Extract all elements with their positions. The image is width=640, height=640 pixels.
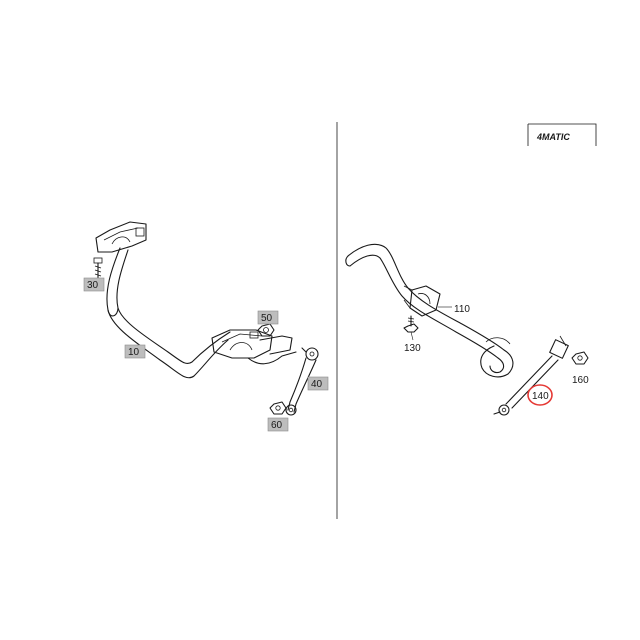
label-30-text: 30 [87, 280, 99, 291]
coupling-link-140 [493, 335, 569, 416]
right-view: 110 130 160 140 [345, 243, 589, 416]
leader-130 [410, 331, 414, 341]
left-view: 10 30 50 40 60 [83, 221, 329, 432]
highlight-circle-140 [527, 384, 553, 406]
label-140: 140 [527, 384, 553, 406]
label-140-text: 140 [532, 391, 549, 402]
label-130: 130 [404, 343, 421, 354]
stabilizer-bar-right [345, 243, 514, 378]
label-50: 50 [257, 310, 279, 325]
bolt-30 [93, 257, 103, 279]
4matic-badge: 4MATIC [527, 123, 597, 146]
coupling-link-40 [285, 347, 319, 416]
bolt-130 [403, 315, 419, 333]
label-160-text: 160 [572, 375, 589, 386]
4matic-badge-text: 4MATIC [536, 132, 570, 142]
label-60-text: 60 [271, 420, 283, 431]
stabilizer-bar-left [95, 221, 297, 379]
nut-160 [571, 351, 589, 365]
nut-60 [269, 401, 287, 415]
label-110-text: 110 [454, 304, 470, 315]
label-110: 110 [438, 304, 470, 315]
label-60: 60 [267, 417, 289, 432]
label-160: 160 [572, 375, 589, 386]
label-40-text: 40 [311, 379, 323, 390]
label-10: 10 [124, 344, 146, 359]
label-40: 40 [307, 376, 329, 391]
label-30: 30 [83, 277, 105, 292]
label-10-text: 10 [128, 347, 140, 358]
label-50-text: 50 [261, 313, 273, 324]
label-130-text: 130 [404, 343, 421, 354]
